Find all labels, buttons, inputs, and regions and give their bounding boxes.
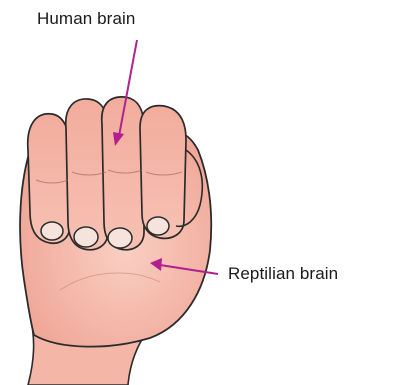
nail-little — [41, 222, 63, 240]
nail-middle — [108, 228, 132, 248]
label-reptilian-brain: Reptilian brain — [228, 264, 338, 284]
label-human-brain: Human brain — [37, 9, 135, 29]
nail-index — [147, 217, 169, 235]
nail-ring — [74, 227, 98, 247]
